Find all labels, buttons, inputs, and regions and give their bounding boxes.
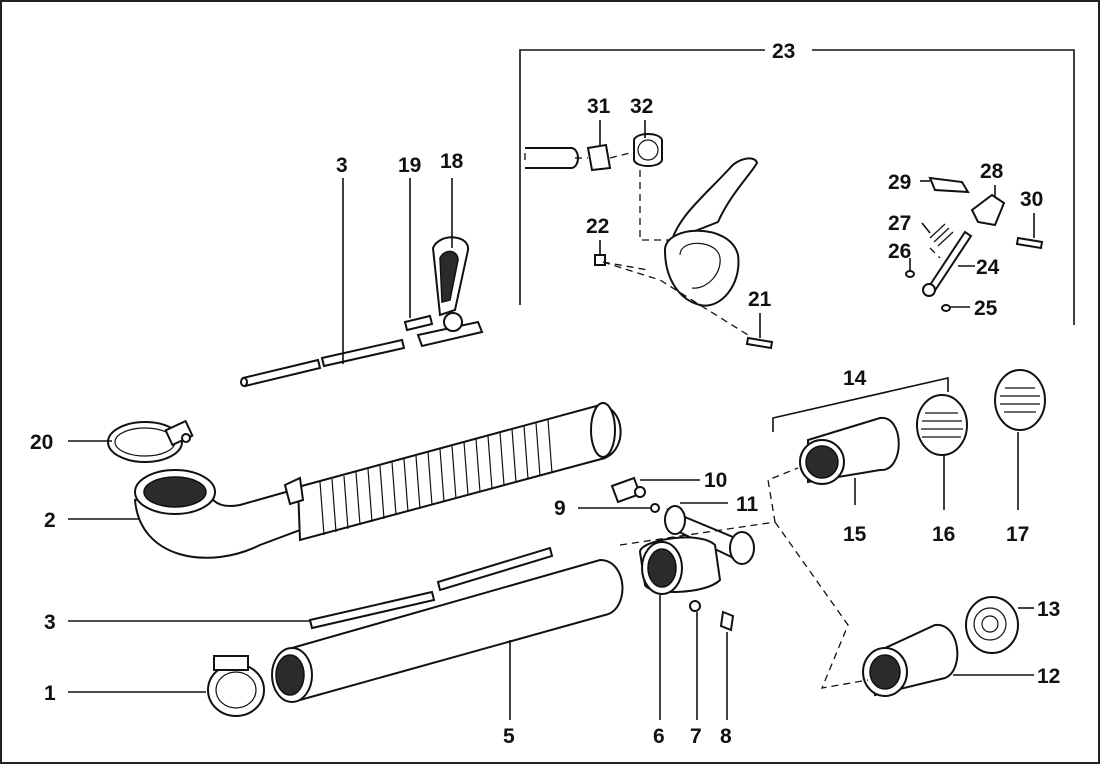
nozzle-12-cap-13 — [862, 596, 1019, 697]
handle-assembly-23 — [525, 133, 774, 350]
callout-3-upper: 3 — [336, 154, 348, 177]
callout-1: 1 — [44, 682, 56, 705]
callout-11: 11 — [736, 493, 759, 516]
callout-30: 30 — [1020, 188, 1043, 211]
callout-14: 14 — [843, 367, 867, 390]
callout-31: 31 — [587, 95, 611, 118]
group-14-bracket — [772, 376, 949, 432]
callout-25: 25 — [974, 297, 998, 320]
callout-9: 9 — [554, 497, 566, 520]
callout-24: 24 — [976, 256, 1000, 279]
callout-7: 7 — [690, 725, 702, 748]
callout-15: 15 — [843, 523, 867, 546]
group-23-bracket — [519, 49, 1075, 325]
small-hardware-24-30 — [905, 176, 1044, 312]
blower-tube-5 — [271, 558, 624, 703]
leader-lines — [68, 120, 1035, 720]
callout-19: 19 — [398, 154, 421, 177]
throttle-lever-18 — [403, 236, 484, 348]
callout-23: 23 — [772, 40, 795, 63]
callout-10: 10 — [704, 469, 727, 492]
callout-26: 26 — [888, 240, 911, 263]
callout-28: 28 — [980, 160, 1004, 183]
hose-clamp-1 — [207, 655, 265, 717]
callout-5: 5 — [503, 725, 515, 748]
callout-3-lower: 3 — [44, 611, 56, 634]
nozzle-15-grilles-16-17 — [799, 369, 1046, 485]
elbow-hose-2 — [133, 402, 622, 559]
callout-22: 22 — [586, 215, 609, 238]
callout-6: 6 — [653, 725, 665, 748]
callout-21: 21 — [748, 288, 772, 311]
callout-18: 18 — [440, 150, 464, 173]
callout-13: 13 — [1037, 598, 1060, 621]
callout-29: 29 — [888, 171, 911, 194]
callout-20: 20 — [30, 431, 53, 454]
callout-32: 32 — [630, 95, 653, 118]
hose-clamp-20 — [107, 419, 194, 463]
callout-17: 17 — [1006, 523, 1029, 546]
callout-labels: 20 2 3 1 5 6 7 8 9 10 11 12 13 14 15 16 … — [30, 40, 1060, 748]
fittings-6-11 — [610, 476, 755, 632]
assembly-dashed-lines — [524, 150, 941, 689]
callout-12: 12 — [1037, 665, 1060, 688]
callout-2: 2 — [44, 509, 56, 532]
rod-3-lower — [308, 546, 554, 630]
callout-8: 8 — [720, 725, 732, 748]
callout-27: 27 — [888, 212, 911, 235]
callout-16: 16 — [932, 523, 955, 546]
